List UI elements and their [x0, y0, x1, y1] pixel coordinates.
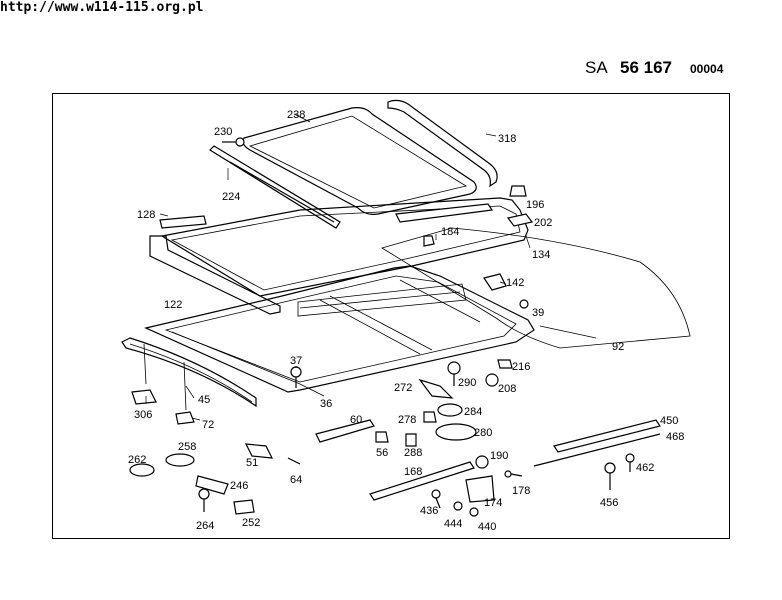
label-436: 436: [420, 505, 438, 517]
label-258: 258: [178, 441, 196, 453]
clip-56: [375, 431, 389, 443]
label-306: 306: [134, 409, 152, 421]
label-318: 318: [498, 133, 516, 145]
clip-39: [519, 299, 529, 309]
bracket-272: [418, 378, 454, 399]
diagram-frame: [52, 93, 730, 539]
screw-462: [625, 453, 635, 472]
sleeve-288: [405, 433, 417, 447]
clip-262: [129, 463, 155, 477]
strip-450: [553, 419, 661, 453]
cover-280: [435, 423, 477, 441]
label-224: 224: [222, 191, 240, 203]
group-number: 56 167: [620, 58, 672, 77]
bracket-51: [244, 443, 274, 459]
bracket-174: [465, 475, 495, 503]
front-trim: [121, 337, 257, 411]
bolt-37: [290, 366, 302, 388]
rail-60: [315, 419, 375, 443]
clip-216: [497, 359, 513, 369]
cover-142: [483, 273, 507, 291]
label-196: 196: [526, 199, 544, 211]
pad-258: [165, 453, 195, 467]
label-128: 128: [137, 209, 155, 221]
label-72: 72: [202, 419, 214, 431]
headliner-panel: [381, 227, 691, 349]
label-246: 246: [230, 480, 248, 492]
bracket-246: [195, 475, 229, 495]
pin-184: [423, 235, 435, 247]
label-142: 142: [506, 277, 524, 289]
part-number-labels: 238 230 318 224 196 128 202 184 134 122 …: [128, 109, 684, 533]
clip-196: [509, 185, 527, 197]
label-230: 230: [214, 126, 232, 138]
label-284: 284: [464, 406, 482, 418]
diagram-prefix: SA: [585, 58, 608, 77]
bolt-264: [198, 488, 210, 512]
label-174: 174: [484, 497, 502, 509]
screw-230: [222, 137, 245, 147]
label-280: 280: [474, 427, 492, 439]
label-45: 45: [198, 394, 210, 406]
label-262: 262: [128, 454, 146, 466]
label-216: 216: [512, 361, 530, 373]
sheet-code: 00004: [690, 62, 724, 76]
label-190: 190: [490, 450, 508, 462]
knob-190: [475, 455, 489, 469]
label-456: 456: [600, 497, 618, 509]
label-252: 252: [242, 517, 260, 529]
sunroof-panel: [242, 107, 477, 215]
clip-252: [233, 499, 255, 515]
clip-306: [131, 389, 157, 405]
clip-202: [506, 213, 534, 227]
label-202: 202: [534, 217, 552, 229]
label-264: 264: [196, 520, 214, 532]
screw-178: [504, 470, 523, 478]
leader-lines: [145, 113, 597, 421]
washer-444: [453, 501, 463, 511]
label-134: 134: [532, 249, 550, 261]
bolt-436: [431, 489, 441, 509]
label-56: 56: [376, 447, 388, 459]
nut-208: [485, 373, 499, 387]
clip-278: [423, 411, 437, 423]
rear-seal-strip: [387, 99, 498, 188]
label-60: 60: [350, 414, 362, 426]
label-450: 450: [660, 415, 678, 427]
screw-456: [604, 462, 616, 490]
label-184: 184: [441, 226, 459, 238]
label-64: 64: [290, 474, 302, 486]
label-92: 92: [612, 341, 624, 353]
label-168: 168: [404, 466, 422, 478]
label-290: 290: [458, 377, 476, 389]
upper-frame: [160, 197, 529, 297]
label-288: 288: [404, 447, 422, 459]
front-seal-strip: [209, 145, 341, 229]
bolt-290: [447, 361, 461, 386]
label-278: 278: [398, 414, 416, 426]
clip-72: [175, 411, 195, 425]
pad-284: [437, 403, 463, 417]
label-444: 444: [444, 518, 462, 530]
label-462: 462: [636, 462, 654, 474]
cable-168: [369, 461, 475, 501]
spring-64: [287, 457, 301, 465]
washer-440: [469, 507, 479, 517]
label-468: 468: [666, 431, 684, 443]
main-roof-frame: [144, 265, 535, 393]
label-51: 51: [246, 457, 258, 469]
label-208: 208: [498, 383, 516, 395]
label-122: 122: [164, 299, 182, 311]
label-36: 36: [320, 398, 332, 410]
label-272: 272: [394, 382, 412, 394]
strip-468: [533, 433, 661, 467]
label-39: 39: [532, 307, 544, 319]
page-url: http://www.w114-115.org.pl: [0, 0, 204, 15]
label-37: 37: [290, 355, 302, 367]
label-440: 440: [478, 521, 496, 533]
label-178: 178: [512, 485, 530, 497]
label-238: 238: [287, 109, 305, 121]
